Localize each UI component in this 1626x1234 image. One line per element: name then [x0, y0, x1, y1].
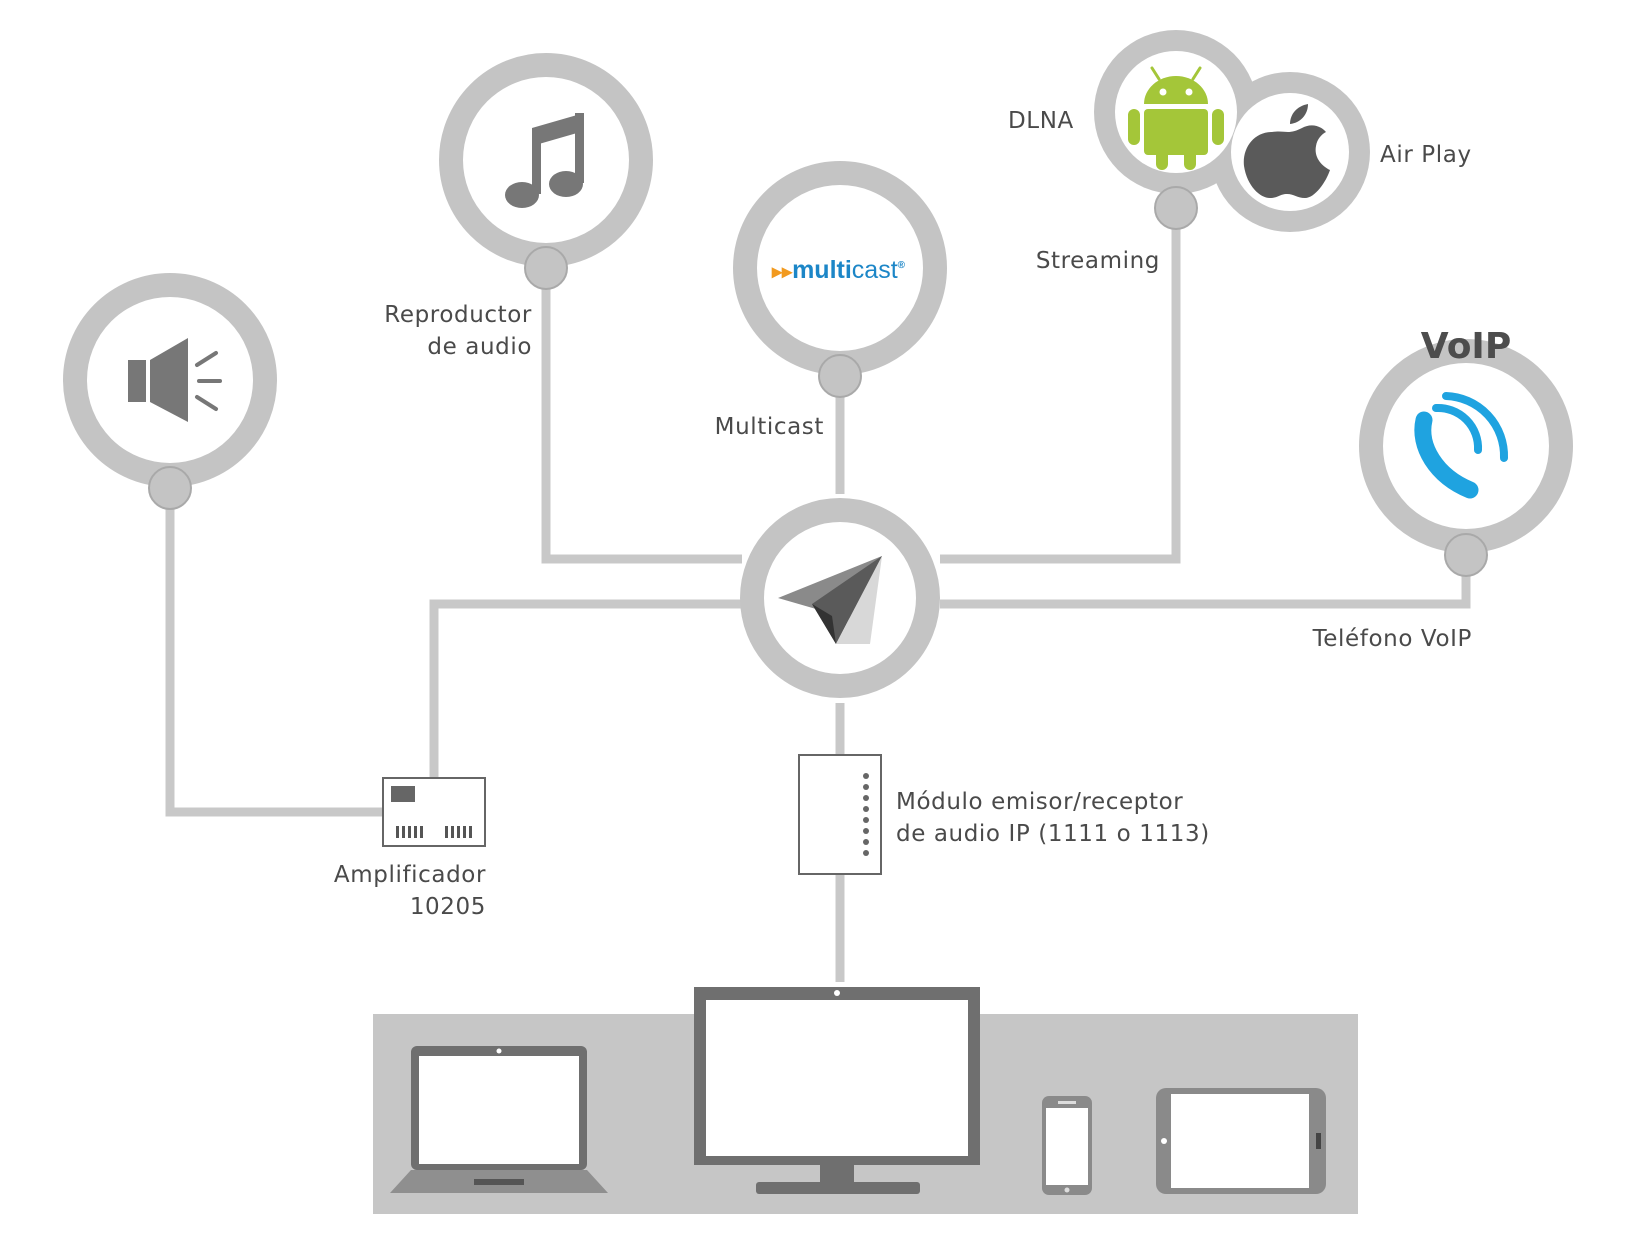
apple-icon — [1243, 104, 1330, 198]
line-voip-hub — [940, 572, 1471, 609]
amplifier-icon — [382, 777, 486, 847]
connector-lines — [165, 222, 1471, 982]
multicast-logo-arrows: ▸▸ — [771, 261, 793, 283]
airplay-label: Air Play — [1380, 142, 1472, 168]
amplificador-label-line1: Amplificador — [334, 862, 486, 888]
amplificador-label-line2: 10205 — [410, 894, 486, 920]
speaker-icon — [128, 338, 222, 422]
streaming-node — [1094, 30, 1370, 232]
line-speaker-amplifier — [165, 505, 383, 817]
multicast-logo-cast: cast — [852, 256, 898, 284]
laptop-icon — [390, 1046, 608, 1193]
voip-title: VoIP — [1421, 326, 1511, 367]
multicast-label: Multicast — [715, 414, 824, 440]
telefono-label: Teléfono VoIP — [1312, 626, 1472, 652]
phone-icon — [1414, 392, 1509, 499]
music-note-icon — [505, 113, 584, 208]
modulo-label-line1: Módulo emisor/receptor — [896, 789, 1183, 815]
devices-panel — [373, 987, 1358, 1214]
dlna-label: DLNA — [1008, 108, 1074, 134]
speaker-node — [63, 273, 277, 510]
reproductor-label-line1: Reproductor — [384, 302, 532, 328]
labels: Reproductor de audio Multicast DLNA Air … — [334, 108, 1472, 920]
multicast-logo-mark: ® — [898, 260, 906, 271]
line-reproductor-hub — [541, 285, 742, 564]
smartphone-icon — [1042, 1096, 1092, 1195]
line-streaming-hub — [940, 222, 1181, 564]
multicast-node: ▸▸multicast® — [733, 161, 947, 398]
voip-node: VoIP — [1359, 326, 1573, 577]
line-hub-amplifier — [429, 599, 742, 778]
multicast-logo: ▸▸multicast® — [771, 256, 906, 284]
reproductor-node — [439, 53, 653, 290]
multicast-logo-multi: multi — [792, 256, 852, 284]
modulo-label-line2: de audio IP (1111 o 1113) — [896, 821, 1210, 847]
reproductor-label-line2: de audio — [427, 334, 532, 360]
android-icon — [1128, 66, 1224, 170]
monitor-icon — [694, 987, 980, 1194]
tablet-icon — [1156, 1088, 1326, 1194]
module-icon — [798, 754, 882, 875]
hub-node — [740, 498, 940, 698]
paper-plane-icon — [778, 556, 882, 644]
streaming-label: Streaming — [1036, 248, 1160, 274]
